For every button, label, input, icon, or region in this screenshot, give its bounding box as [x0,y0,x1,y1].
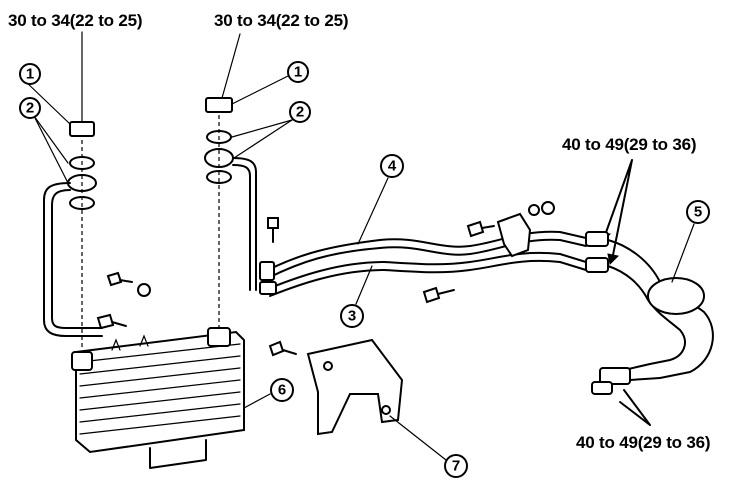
bracket-7 [306,338,404,436]
pipe-bracket [496,212,532,258]
left-bolt-assembly [67,121,97,350]
callout-4: 4 [357,154,404,245]
svg-text:3: 3 [348,308,356,325]
callout-6: 6 [243,378,294,409]
svg-text:7: 7 [452,458,460,475]
callout-1-left: 1 [19,63,71,125]
left-bolt-head [69,121,95,137]
left-oil-pipe [43,182,103,337]
loose-bolts [96,217,495,357]
center-bolt-assembly [204,97,234,330]
center-oil-pipe [232,157,257,291]
leader-line-center-torque [221,33,241,99]
svg-text:2: 2 [296,104,304,121]
svg-text:1: 1 [294,64,302,81]
svg-text:1: 1 [26,66,34,83]
callout-3: 3 [340,265,373,328]
svg-text:4: 4 [388,158,397,175]
torque-label-hose-upper: 40 to 49(29 to 36) [562,135,696,154]
torque-label-hose-lower: 40 to 49(29 to 36) [576,433,710,452]
oil-cooler-6 [71,327,245,469]
svg-text:2: 2 [26,100,34,117]
torque-label-left-bolt: 30 to 34(22 to 25) [8,11,142,30]
oil-hose-5 [585,231,714,395]
leader-line-hose-lower [619,389,651,426]
callout-2-center: 2 [231,101,311,159]
callout-1-center: 1 [231,61,309,105]
callout-5: 5 [671,200,710,283]
svg-text:5: 5 [694,204,702,221]
svg-text:6: 6 [278,382,286,399]
torque-label-center-bolt: 30 to 34(22 to 25) [214,11,348,30]
callout-2-left: 2 [19,97,69,184]
center-bolt-head [205,97,233,113]
callout-7: 7 [389,415,468,478]
